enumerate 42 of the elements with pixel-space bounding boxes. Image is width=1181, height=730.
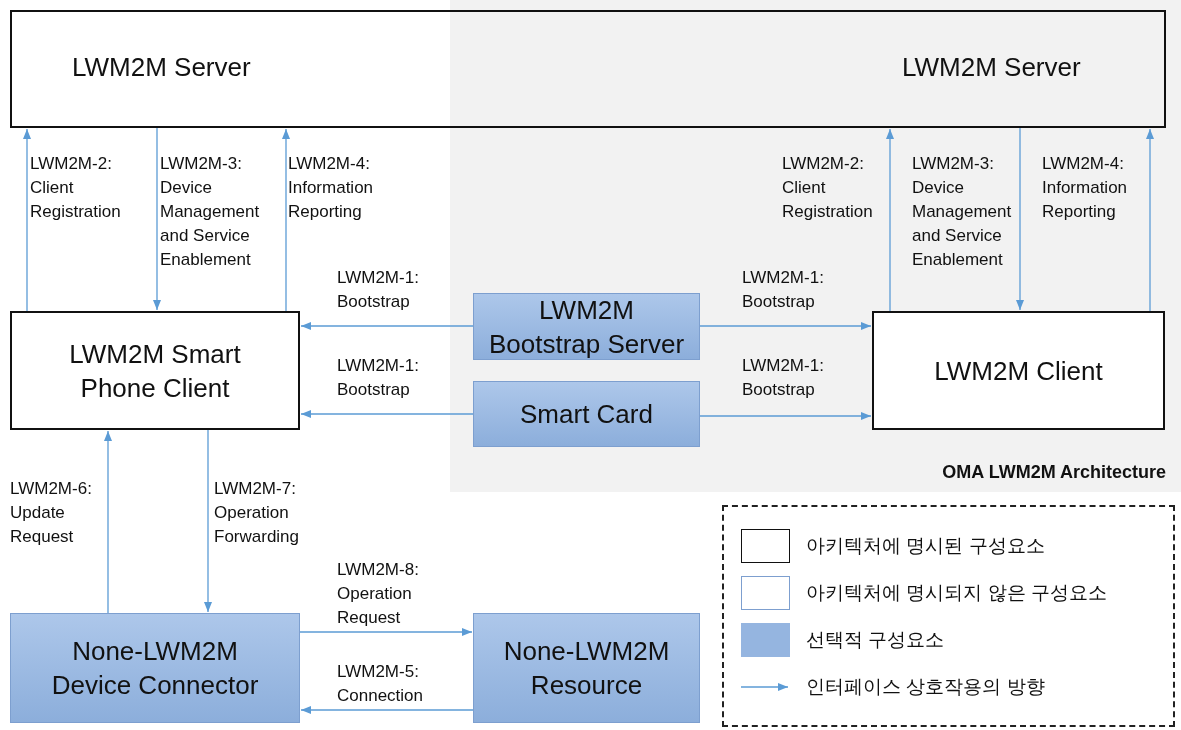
box-title: LWM2M Server <box>902 52 1081 83</box>
edge-label: LWM2M-7: Operation Forwarding <box>214 478 301 548</box>
arrow <box>299 628 473 636</box>
edge-label: LWM2M-2: Client Registration <box>782 153 874 223</box>
arrow <box>1016 127 1024 311</box>
edge-label: LWM2M-6: Update Request <box>10 478 93 548</box>
server-box <box>10 10 1166 128</box>
arrow <box>300 706 474 714</box>
arrow <box>153 127 161 311</box>
arrow <box>300 410 474 418</box>
arrow <box>699 322 872 330</box>
edge-label: LWM2M-1: Bootstrap <box>742 355 825 401</box>
panel-title: OMA LWM2M Architecture <box>942 462 1166 483</box>
legend-label: 인터페이스 상호작용의 방향 <box>806 675 1045 699</box>
legend-label: 선택적 구성요소 <box>806 628 945 652</box>
edge-label: LWM2M-3: Device Management and Service Enablement <box>912 153 1013 271</box>
optional-component-box: LWM2M Bootstrap Server <box>473 293 700 360</box>
edge-label: LWM2M-1: Bootstrap <box>337 355 420 401</box>
component-box: LWM2M Smart Phone Client <box>10 311 300 430</box>
arrow <box>23 128 31 312</box>
arrow <box>886 128 894 312</box>
optional-component-box: None-LWM2M Resource <box>473 613 700 723</box>
edge-label: LWM2M-3: Device Management and Service Enablement <box>160 153 261 271</box>
legend-label: 아키텍처에 명시되지 않은 구성요소 <box>806 581 1107 605</box>
edge-label: LWM2M-1: Bootstrap <box>742 267 825 313</box>
arrow <box>282 128 290 312</box>
edge-label: LWM2M-1: Bootstrap <box>337 267 420 313</box>
edge-label: LWM2M-8: Operation Request <box>337 559 420 629</box>
box-title: LWM2M Server <box>72 52 251 83</box>
optional-component-box: None-LWM2M Device Connector <box>10 613 300 723</box>
edge-label: LWM2M-4: Information Reporting <box>288 153 375 223</box>
arrow <box>300 322 474 330</box>
arrow <box>104 430 112 614</box>
edge-label: LWM2M-4: Information Reporting <box>1042 153 1129 223</box>
edge-label: LWM2M-2: Client Registration <box>30 153 122 223</box>
edge-label: LWM2M-5: Connection <box>337 661 424 707</box>
legend-label: 아키텍처에 명시된 구성요소 <box>806 534 1045 558</box>
arrow <box>204 429 212 613</box>
arrow <box>699 412 872 420</box>
component-box: LWM2M Client <box>872 311 1165 430</box>
arrow <box>1146 128 1154 312</box>
optional-component-box: Smart Card <box>473 381 700 447</box>
